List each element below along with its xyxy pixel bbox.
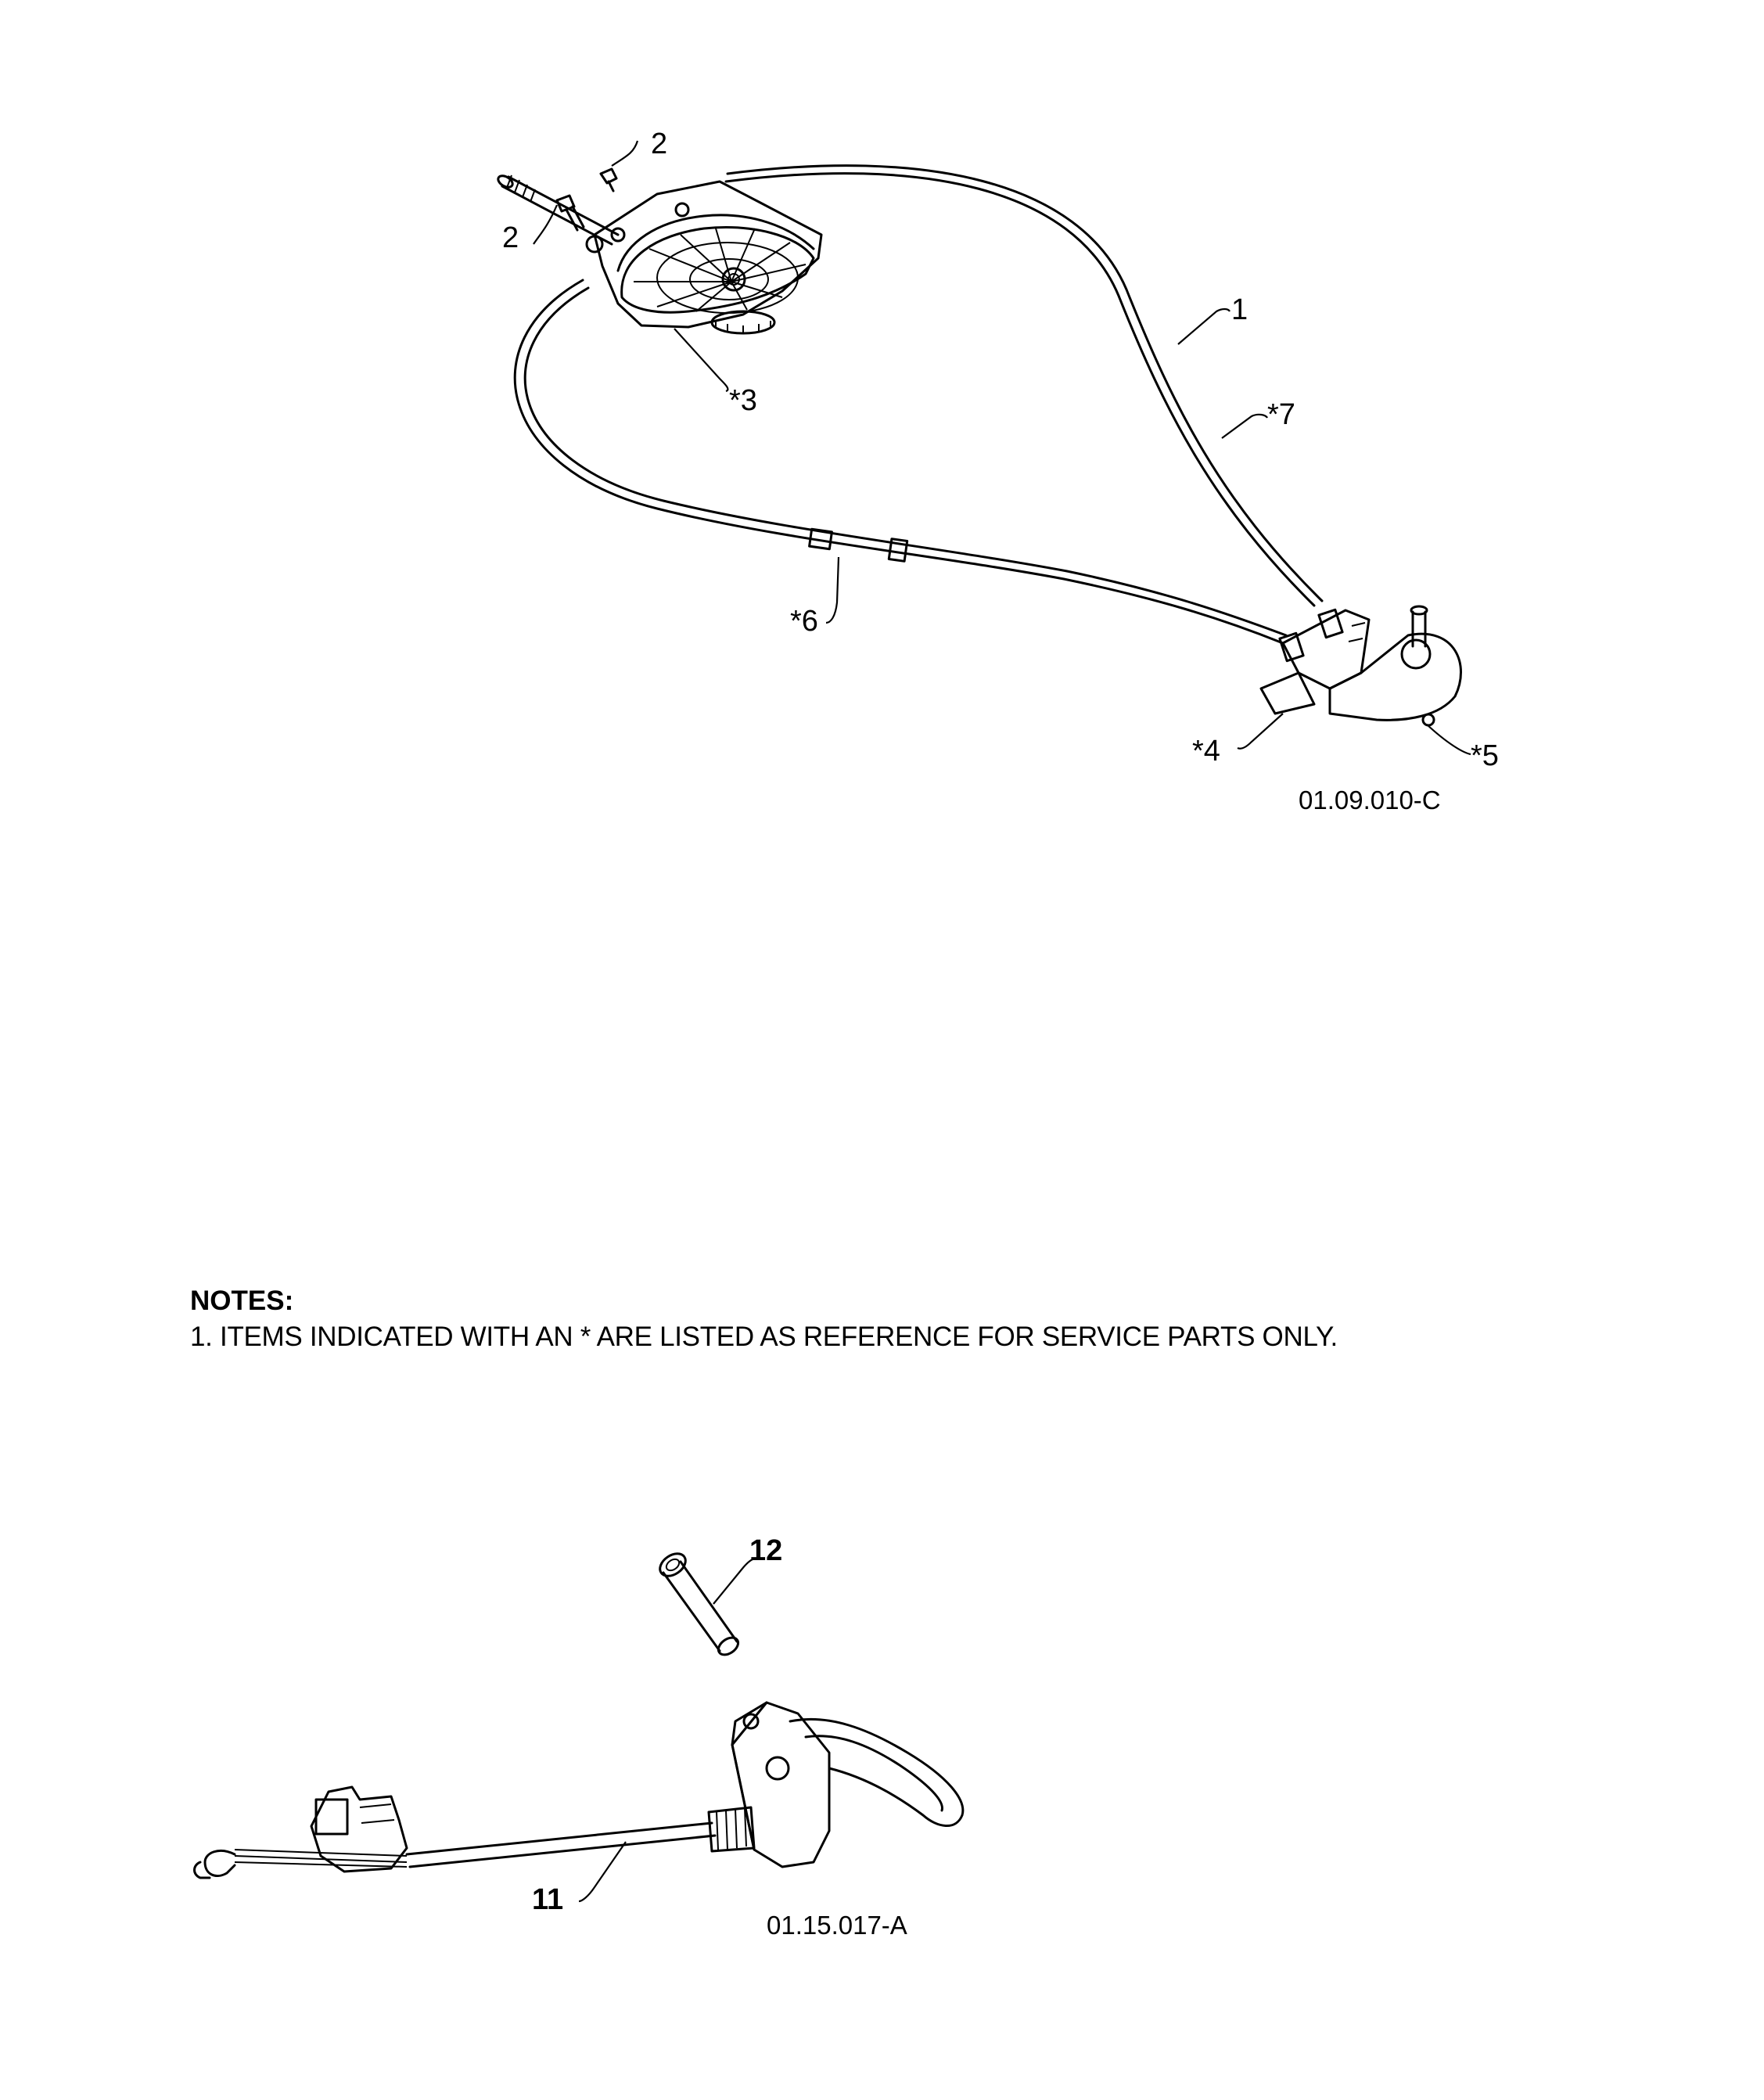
callout-12: 12 [749,1534,782,1567]
leader-line [825,556,840,624]
callout-5: *5 [1471,739,1499,772]
lever-grip [789,1717,965,1827]
leader-line [578,1841,627,1903]
control-cable-assembly: 12 11 01.15.017-A [193,1534,965,1940]
callout-7: *7 [1267,398,1295,431]
z-hook [193,1850,236,1879]
notes-section: NOTES: 1. ITEMS INDICATED WITH AN * ARE … [190,1283,1739,1355]
leader-line [1426,724,1471,756]
leader-line [1177,307,1230,345]
callout-1: 1 [1231,293,1248,326]
leader-line [674,328,729,393]
leader-line [611,140,639,167]
callout-3: *3 [729,384,757,417]
leader-line [713,1557,756,1605]
callout-4: *4 [1192,735,1220,768]
leader-line [1237,713,1284,750]
ratchet-dial [620,226,815,314]
leader-line [533,204,559,245]
note-item-1: 1. ITEMS INDICATED WITH AN * ARE LISTED … [190,1321,1338,1352]
cable-7 [726,164,1324,602]
cable-sleeve [808,527,833,551]
control-head-3 [585,180,823,335]
cable-end-bracket [310,1785,408,1873]
notes-title: NOTES: [190,1286,294,1316]
cable-sleeve [887,538,909,563]
control-handle [731,1701,965,1868]
chute-plate-5 [1328,605,1462,727]
cable-11 [405,1821,717,1868]
pin-12 [659,1552,740,1656]
figure-id-bottom: 01.15.017-A [767,1911,907,1940]
chute-control-assembly: 2 2 *3 1 *7 *6 *4 *5 01.09.010-C [497,128,1499,814]
bolt-2-upper [599,167,618,192]
cable-6 [513,279,1284,645]
callout-6: *6 [790,605,818,638]
chute-bracket-4 [1259,608,1371,715]
figure-id-top: 01.09.010-C [1299,786,1441,814]
callout-11: 11 [532,1883,563,1916]
callout-2-lower: 2 [502,221,519,254]
bolt-2-lower [555,194,585,232]
leader-line [1221,413,1268,439]
callout-2-upper: 2 [651,128,667,160]
